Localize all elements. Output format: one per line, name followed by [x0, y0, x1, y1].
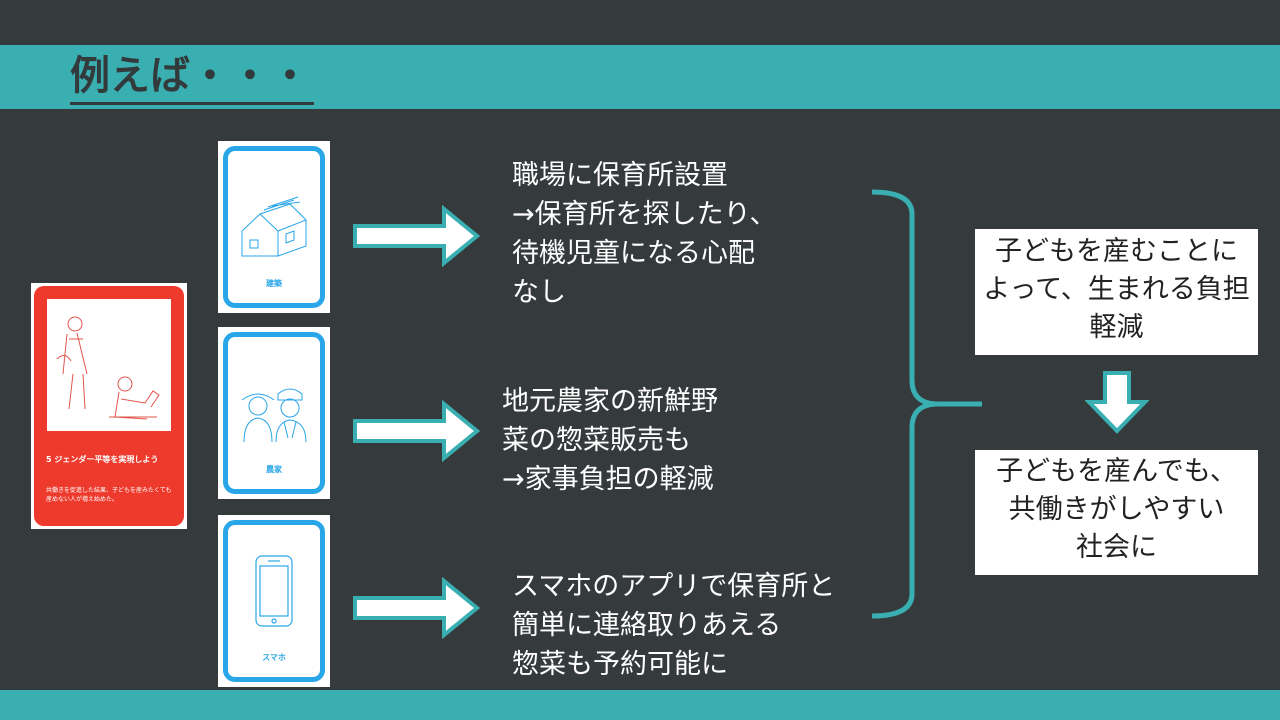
down-arrow-icon — [1085, 371, 1149, 434]
card-label: 建築 — [266, 279, 282, 288]
right-arrow-icon — [353, 576, 481, 640]
footer-band — [0, 690, 1280, 720]
result-text: 子どもを産むことに よって、生まれる負担 軽減 — [983, 236, 1250, 343]
sdg-goal-card: 5 ジェンダー平等を実現しよう 共働きを促進した結果、子どもを産みたくても産めな… — [31, 283, 187, 529]
card-label: スマホ — [262, 653, 286, 662]
right-brace — [871, 189, 982, 619]
example-text-smartphone: スマホのアプリで保育所と 簡単に連絡取りあえる 惣菜も予約可能に — [512, 571, 836, 680]
card-label: 農家 — [266, 465, 282, 474]
right-arrow-icon — [353, 204, 481, 268]
house-icon — [241, 196, 307, 257]
sdg-heading: 5 ジェンダー平等を実現しよう — [46, 455, 159, 464]
card-farmers: 農家 — [218, 327, 330, 499]
example-text-construction: 職場に保育所設置 →保育所を探したり、 待機児童になる心配 なし — [512, 160, 777, 308]
slide-title: 例えば・・・ — [70, 50, 314, 105]
sdg-description: 共働きを促進した結果、子どもを産みたくても産めない人が増え始めた。 — [46, 487, 172, 503]
result-text: 子どもを産んでも、 共働きがしやすい 社会に — [996, 456, 1237, 563]
card-smartphone: スマホ — [218, 515, 330, 687]
smartphone-icon — [255, 555, 293, 627]
example-text-farmers: 地元農家の新鮮野 菜の惣菜販売も →家事負担の軽減 — [502, 386, 718, 495]
result-box-burden-reduction: 子どもを産むことに よって、生まれる負担 軽減 — [975, 229, 1258, 355]
result-box-dual-income-society: 子どもを産んでも、 共働きがしやすい 社会に — [975, 450, 1258, 575]
right-arrow-icon — [353, 399, 481, 463]
farmers-icon — [241, 388, 307, 443]
people-illustration — [47, 299, 171, 431]
title-band — [0, 45, 1280, 109]
card-construction: 建築 — [218, 141, 330, 313]
